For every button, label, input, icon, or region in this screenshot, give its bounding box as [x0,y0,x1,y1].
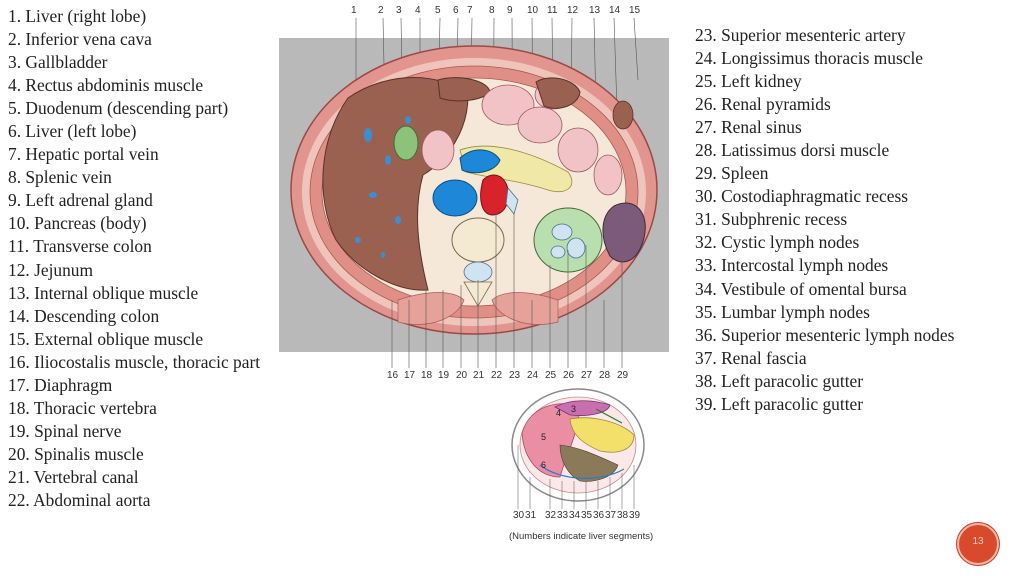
callout-number: 29 [617,370,629,381]
abdominal-cross-section-figure [279,17,669,368]
legend-item: 37. Renal fascia [695,347,807,368]
legend-item: 20. Spinalis muscle [8,443,144,464]
page-number-badge: 13 [957,523,999,565]
legend-item: 17. Diaphragm [8,374,113,395]
callout-number: 15 [629,5,641,16]
liver-segment-number: 3 [571,404,577,414]
legend-item: 38. Left paracolic gutter [695,370,864,391]
legend-item: 2. Inferior vena cava [8,29,152,50]
legend-item: 13. Internal oblique muscle [8,282,199,303]
callout-number: 2 [378,5,384,16]
callout-number: 23 [509,370,521,381]
legend-item: 4. Rectus abdominis muscle [8,75,204,96]
legend-item: 10. Pancreas (body) [8,213,147,234]
callout-number: 24 [527,370,539,381]
legend-item: 9. Left adrenal gland [8,190,153,211]
callout-number: 12 [567,5,579,16]
legend-item: 22. Abdominal aorta [8,489,151,510]
callout-number: 33 [557,510,569,521]
legend-item: 14. Descending colon [8,305,160,326]
bottom-callout-numbers: 16 17 18 19 20 21 22 23 24 25 26 27 28 29 [278,370,673,384]
callout-number: 30 [513,510,525,521]
legend-item: 23. Superior mesenteric artery [695,25,906,45]
callout-number: 34 [569,510,581,521]
legend-right: 23. Superior mesenteric artery 24. Longis… [695,24,995,416]
inset-caption: (Numbers indicate liver segments) [509,531,654,542]
callout-number: 20 [456,370,468,381]
legend-item: 8. Splenic vein [8,167,112,188]
legend-item: 24. Longissimus thoracis muscle [695,48,923,69]
legend-item: 19. Spinal nerve [8,420,122,441]
legend-item: 3. Gallbladder [8,52,108,73]
callout-number: 9 [507,5,513,16]
callout-number: 39 [629,510,641,521]
callout-number: 10 [527,5,539,16]
callout-number: 21 [473,370,485,381]
callout-number: 11 [547,5,558,16]
legend-item: 27. Renal sinus [695,117,802,138]
legend-item: 28. Latissimus dorsi muscle [695,140,890,161]
legend-left: 1. Liver (right lobe) 2. Inferior vena ca… [8,5,276,512]
callout-number: 3 [396,5,402,16]
callout-number: 8 [489,5,495,16]
callout-number: 27 [581,370,593,381]
callout-number: 13 [589,5,601,16]
legend-item: 5. Duodenum (descending part) [8,98,229,119]
liver-segment-number: 5 [541,432,547,442]
liver-segment-number: 4 [556,408,562,418]
callout-number: 6 [453,5,459,16]
callout-number: 28 [599,370,611,381]
callout-number: 1 [351,5,357,16]
legend-item: 29. Spleen [695,163,769,184]
legend-item: 34. Vestibule of omental bursa [695,278,907,299]
callout-number: 22 [491,370,503,381]
legend-item: 15. External oblique muscle [8,328,204,349]
callout-number: 36 [593,510,605,521]
callout-number: 7 [467,5,473,16]
legend-item: 6. Liver (left lobe) [8,121,137,142]
legend-item: 16. Iliocostalis muscle, thoracic part [8,351,261,372]
legend-item: 21. Vertebral canal [8,466,139,487]
legend-item: 39. Left paracolic gutter [695,393,864,414]
page-number: 13 [972,536,984,547]
callout-number: 26 [563,370,575,381]
legend-item: 30. Costodiaphragmatic recess [695,186,908,207]
callout-number: 31 [525,510,537,521]
legend-item: 36. Superior mesenteric lymph nodes [695,324,955,345]
liver-segment-number: 6 [541,460,547,470]
liver-segment-inset-figure [511,388,645,509]
callout-number: 18 [421,370,433,381]
callout-number: 37 [605,510,617,521]
legend-item: 33. Intercostal lymph nodes [695,255,889,276]
callout-number: 4 [415,5,421,16]
legend-item: 25. Left kidney [695,71,802,92]
legend-item: 35. Lumbar lymph nodes [695,301,870,322]
legend-item: 31. Subphrenic recess [695,209,848,230]
legend-item: 18. Thoracic vertebra [8,397,157,418]
legend-item: 32. Cystic lymph nodes [695,232,860,253]
callout-number: 35 [581,510,593,521]
callout-number: 25 [545,370,557,381]
callout-number: 17 [404,370,416,381]
callout-number: 14 [609,5,621,16]
legend-item: 11. Transverse colon [8,236,152,257]
callout-number: 19 [438,370,450,381]
legend-item: 26. Renal pyramids [695,94,831,115]
legend-item: 7. Hepatic portal vein [8,144,159,165]
legend-item: 12. Jejunum [8,259,94,280]
callout-number: 32 [545,510,557,521]
callout-number: 5 [435,5,441,16]
callout-number: 38 [617,510,629,521]
callout-number: 16 [387,370,399,381]
legend-item: 1. Liver (right lobe) [8,6,147,26]
